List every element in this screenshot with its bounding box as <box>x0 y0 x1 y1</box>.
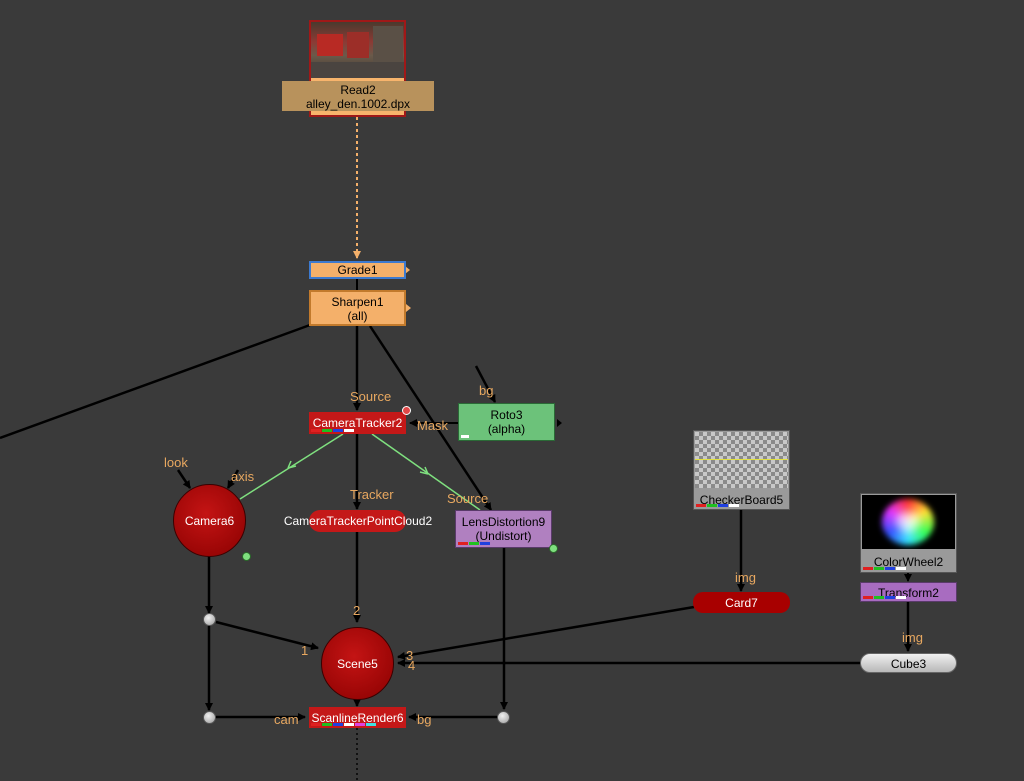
point-cloud-node[interactable] <box>309 510 406 532</box>
lens-distortion-node[interactable]: LensDistortion9 (Undistort) <box>455 510 552 548</box>
colorwheel-node[interactable]: ColorWheel2 <box>860 493 957 573</box>
dot-node-render-cam[interactable] <box>203 711 216 724</box>
roto-input-arrow <box>557 419 562 427</box>
read-label: Read2 alley_den.1002.dpx <box>282 83 434 111</box>
sharpen-node[interactable]: Sharpen1 (all) <box>309 290 406 326</box>
lens-distortion-node-name: LensDistortion9 <box>461 515 546 529</box>
scene-node-name: Scene5 <box>337 657 378 671</box>
pipe-camera-look <box>176 469 192 489</box>
roto-node[interactable]: Roto3 (alpha) <box>458 403 555 441</box>
camera-node[interactable]: Camera6 <box>173 484 246 557</box>
grade-node[interactable]: Grade1 <box>309 261 406 279</box>
input-label-tracker-source: Source <box>350 389 392 404</box>
scene-node[interactable]: Scene5 <box>321 627 394 700</box>
sharpen-node-name: Sharpen1 <box>331 295 384 309</box>
lens-distortion-node-sub: (Undistort) <box>475 529 532 543</box>
lens-distortion-channel-chips <box>458 542 490 545</box>
input-label-cube-img: img <box>902 630 923 645</box>
cube-node-name: Cube3 <box>890 657 927 671</box>
roto-node-sub: (alpha) <box>487 422 526 436</box>
pipe-camera-axis <box>226 469 240 489</box>
sharpen-node-sub: (all) <box>347 309 368 323</box>
read-label-bar <box>282 81 434 111</box>
camera-tracker-warning-icon[interactable] <box>402 406 411 415</box>
input-label-axis: axis <box>231 469 255 484</box>
pipe-roto-bg <box>474 365 497 403</box>
pipe-card-scene <box>397 605 695 660</box>
cube-node[interactable]: Cube3 <box>860 653 957 673</box>
camera-tracker-node[interactable]: CameraTracker2 <box>309 412 406 434</box>
checkerboard-thumbnail <box>695 432 788 488</box>
input-label-lens-source: Source <box>447 491 489 506</box>
input-label-look: look <box>164 455 188 470</box>
helper-arrow-lens <box>419 466 429 475</box>
pipe-sharpen-offscreen <box>0 323 311 440</box>
point-cloud-node-name: CameraTrackerPointCloud2 <box>283 514 433 528</box>
grade-input-arrow <box>405 266 410 274</box>
camera-tracker-node-name: CameraTracker2 <box>312 416 403 430</box>
roto-node-name: Roto3 <box>490 408 523 422</box>
sharpen-input-arrow <box>406 304 411 312</box>
dot-node-render-bg[interactable] <box>497 711 510 724</box>
helper-arrow-camera <box>287 460 297 469</box>
colorwheel-thumbnail <box>862 495 955 549</box>
read-thumbnail <box>311 22 404 78</box>
colorwheel-node-name: ColorWheel2 <box>873 555 944 569</box>
input-label-scene-1: 1 <box>301 643 309 658</box>
camera-tracker-channel-chips <box>311 429 354 432</box>
pipe-dot-scene <box>215 620 319 651</box>
transform-node[interactable]: Transform2 <box>860 582 957 602</box>
input-label-tracker: Tracker <box>350 487 394 502</box>
checkerboard-node-name: CheckerBoard5 <box>699 493 784 507</box>
card-node-name: Card7 <box>725 596 758 610</box>
checkerboard-node[interactable]: CheckerBoard5 <box>693 430 790 510</box>
read-node-file: alley_den.1002.dpx <box>305 97 411 111</box>
helper-tracker-lens <box>371 433 481 511</box>
transform-channel-chips <box>863 596 906 599</box>
input-label-cam: cam <box>274 712 299 727</box>
input-label-scene-4: 4 <box>408 658 416 673</box>
dot-node-camera[interactable] <box>203 613 216 626</box>
input-label-card-img: img <box>735 570 756 585</box>
colorwheel-channel-chips <box>863 567 906 570</box>
input-label-scene-3: 3 <box>406 648 414 663</box>
grade-node-name: Grade1 <box>337 263 378 277</box>
read-node-name: Read2 <box>340 83 376 97</box>
input-label-scene-2: 2 <box>353 603 361 618</box>
camera-helper-dot[interactable] <box>242 552 251 561</box>
card-node[interactable]: Card7 <box>693 592 790 613</box>
input-label-render-bg: bg <box>417 712 432 727</box>
scanline-render-channel-chips <box>311 723 376 726</box>
pipe-sharpen-lens <box>368 325 493 511</box>
input-label-mask: Mask <box>417 418 449 433</box>
roto-channel-chips <box>461 435 469 438</box>
scanline-render-node-name: ScanlineRender6 <box>311 711 404 725</box>
scanline-render-node[interactable]: ScanlineRender6 <box>309 707 406 728</box>
camera-node-name: Camera6 <box>184 514 235 528</box>
checkerboard-channel-chips <box>696 504 739 507</box>
input-label-roto-bg: bg <box>479 383 494 398</box>
lens-helper-dot[interactable] <box>549 544 558 553</box>
